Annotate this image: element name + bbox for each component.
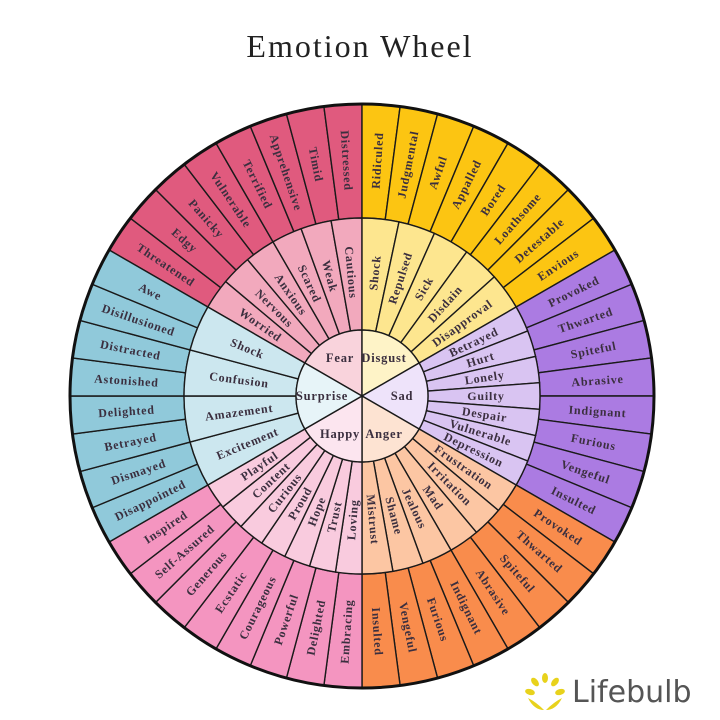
core-segment-happy bbox=[303, 394, 363, 463]
outer-emotion-label: Timid bbox=[306, 146, 327, 183]
outer-emotion-label: Delighted bbox=[98, 403, 155, 421]
outer-emotion-label: Embracing bbox=[337, 599, 355, 664]
core-emotion-happy: Happy bbox=[320, 427, 360, 441]
core-emotion-disgust: Disgust bbox=[361, 351, 406, 365]
middle-emotion-label: Cautious bbox=[342, 246, 361, 299]
core-emotion-surprise: Surprise bbox=[296, 389, 348, 403]
lifebulb-logo: Lifebulb bbox=[524, 672, 692, 712]
core-segment-anger bbox=[361, 394, 421, 463]
wheel-outline bbox=[68, 102, 656, 690]
logo-text: Lifebulb bbox=[572, 674, 692, 710]
middle-emotion-label: Lonely bbox=[464, 368, 506, 388]
page-title: Emotion Wheel bbox=[246, 28, 474, 64]
core-segment-surprise bbox=[295, 362, 364, 430]
outer-emotion-label: Indignant bbox=[568, 402, 627, 420]
core-emotion-anger: Anger bbox=[365, 427, 402, 441]
outer-emotion-label: Abrasive bbox=[571, 372, 624, 389]
middle-emotion-label: Despair bbox=[461, 404, 508, 425]
outer-emotion-label: Distressed bbox=[338, 130, 356, 191]
core-segment-disgust bbox=[361, 329, 421, 398]
middle-emotion-label: Mistrust bbox=[364, 494, 382, 545]
outer-emotion-label: Insulted bbox=[369, 607, 386, 656]
core-segment-fear bbox=[303, 329, 363, 398]
core-emotion-fear: Fear bbox=[326, 351, 354, 365]
outer-emotion-label: Ridiculed bbox=[369, 132, 387, 189]
core-segment-sad bbox=[360, 362, 429, 430]
middle-emotion-label: Guilty bbox=[467, 389, 504, 403]
middle-emotion-label: Trust bbox=[324, 500, 345, 534]
outer-emotion-label: Astonished bbox=[94, 371, 159, 389]
core-emotion-sad: Sad bbox=[391, 389, 414, 403]
middle-emotion-label: Shock bbox=[366, 254, 384, 291]
sun-leaves-icon bbox=[525, 673, 565, 710]
middle-emotion-label: Loving bbox=[344, 499, 361, 541]
